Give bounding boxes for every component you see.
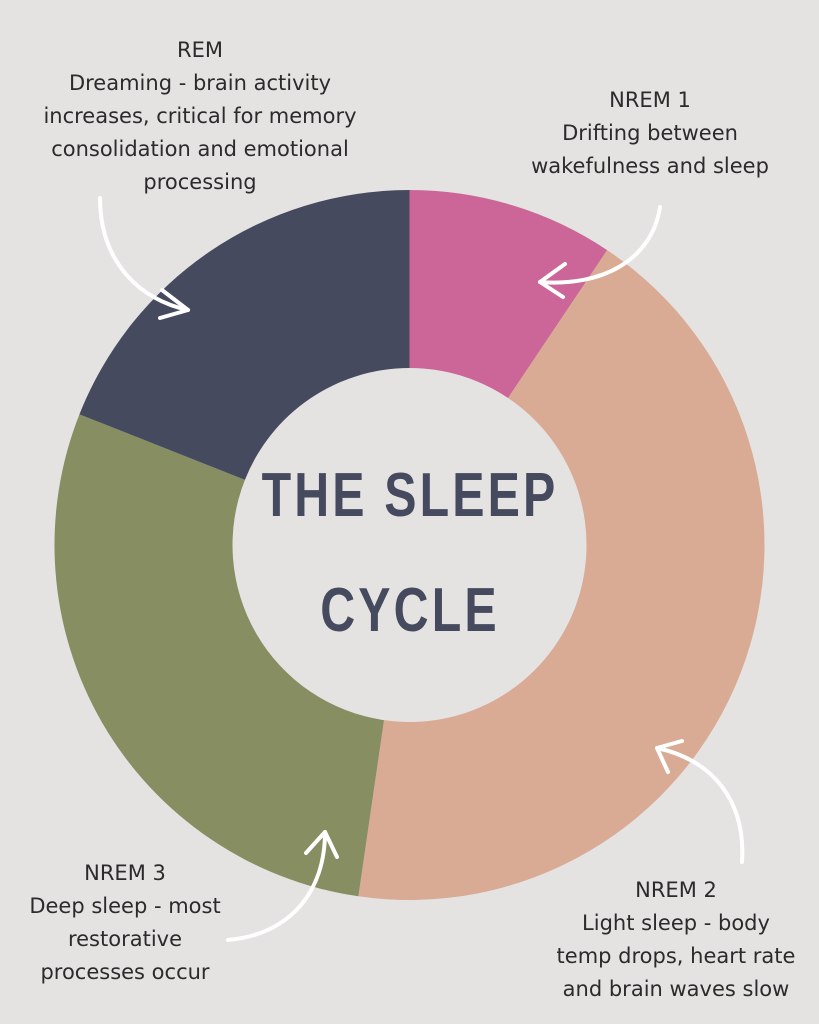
rem-heading: REM — [177, 38, 223, 62]
nrem1-heading: NREM 1 — [609, 88, 691, 112]
nrem1-label: NREM 1 Drifting between wakefulness and … — [500, 84, 800, 183]
nrem1-arrow-icon — [538, 205, 662, 299]
nrem2-arrow-icon — [655, 739, 745, 864]
nrem3-line: restorative — [67, 927, 183, 951]
nrem3-line: Deep sleep - most — [29, 894, 221, 918]
nrem2-line: temp drops, heart rate — [556, 944, 796, 968]
nrem1-line: wakefulness and sleep — [531, 154, 769, 178]
nrem1-line: Drifting between — [562, 121, 738, 145]
nrem3-arrow-icon — [226, 830, 339, 942]
nrem2-heading: NREM 2 — [635, 878, 717, 902]
nrem2-label: NREM 2 Light sleep - body temp drops, he… — [536, 874, 816, 1006]
nrem3-label: NREM 3 Deep sleep - most restorative pro… — [5, 857, 245, 989]
segment-rem — [79, 190, 410, 480]
nrem3-heading: NREM 3 — [84, 861, 166, 885]
rem-line: processing — [143, 170, 257, 194]
title-line-2: CYCLE — [320, 576, 500, 645]
rem-line: Dreaming - brain activity — [68, 71, 332, 95]
rem-label: REM Dreaming - brain activity increases,… — [0, 34, 400, 199]
rem-arrow-icon — [98, 196, 190, 320]
title-line-1: THE SLEEP — [261, 461, 559, 530]
segment-nrem1 — [409, 190, 608, 398]
segment-nrem3 — [54, 414, 385, 897]
nrem2-line: and brain waves slow — [562, 977, 790, 1001]
rem-line: increases, critical for memory — [43, 104, 357, 128]
rem-line: consolidation and emotional — [51, 137, 349, 161]
nrem3-line: processes occur — [40, 960, 210, 984]
segment-nrem2 — [358, 250, 765, 901]
nrem2-line: Light sleep - body — [582, 911, 770, 935]
